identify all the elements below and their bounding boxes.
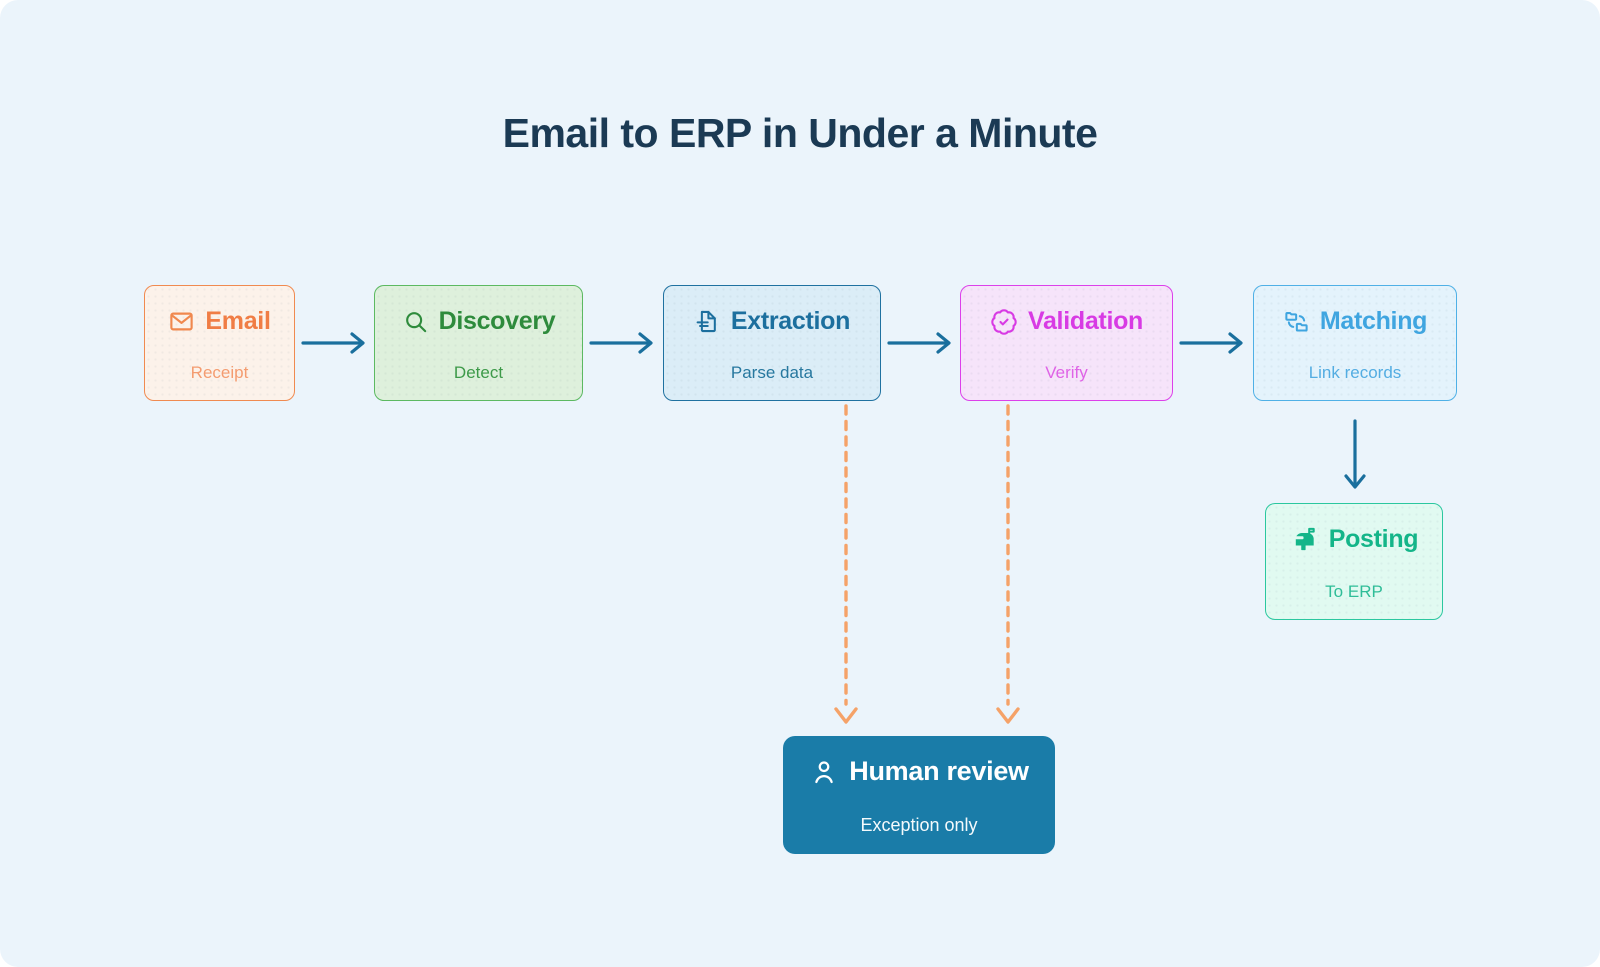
edge-extraction-validation-arrow <box>886 330 958 356</box>
node-extraction-title: Extraction <box>730 307 851 335</box>
edge-extraction-human-review-dashed-arrow <box>832 404 860 734</box>
edge-validation-matching-arrow <box>1178 330 1250 356</box>
node-discovery-subtitle: Detect <box>453 363 504 382</box>
edge-email-discovery-arrow <box>300 330 372 356</box>
edge-discovery-extraction-arrow <box>588 330 660 356</box>
node-extraction: Extraction Parse data <box>663 285 881 401</box>
link-records-icon <box>1283 308 1310 335</box>
node-email-subtitle: Receipt <box>190 363 249 382</box>
node-matching-subtitle: Link records <box>1308 363 1402 382</box>
node-human-review: Human review Exception only <box>783 736 1055 854</box>
node-email-title: Email <box>205 307 271 335</box>
node-matching: Matching Link records <box>1253 285 1457 401</box>
node-posting-title: Posting <box>1328 525 1419 553</box>
node-discovery-title: Discovery <box>438 307 556 335</box>
node-matching-title: Matching <box>1319 307 1428 335</box>
page-title: Email to ERP in Under a Minute <box>502 110 1098 156</box>
user-icon <box>809 757 839 787</box>
node-extraction-subtitle: Parse data <box>730 363 814 382</box>
node-human-review-title: Human review <box>849 756 1029 786</box>
node-posting: Posting To ERP <box>1265 503 1443 620</box>
node-email: Email Receipt <box>144 285 295 401</box>
badge-check-icon <box>990 308 1018 336</box>
node-discovery: Discovery Detect <box>374 285 583 401</box>
node-validation-subtitle: Verify <box>1045 363 1088 382</box>
file-text-icon <box>694 308 721 335</box>
mailbox-icon <box>1290 525 1319 554</box>
edge-validation-human-review-dashed-arrow <box>994 404 1022 734</box>
node-human-review-subtitle: Exception only <box>860 815 978 835</box>
node-posting-subtitle: To ERP <box>1325 582 1383 601</box>
node-validation-title: Validation <box>1027 307 1144 335</box>
envelope-icon <box>168 308 195 335</box>
search-icon <box>402 308 429 335</box>
node-validation: Validation Verify <box>960 285 1173 401</box>
edge-matching-posting-arrow <box>1342 418 1368 496</box>
